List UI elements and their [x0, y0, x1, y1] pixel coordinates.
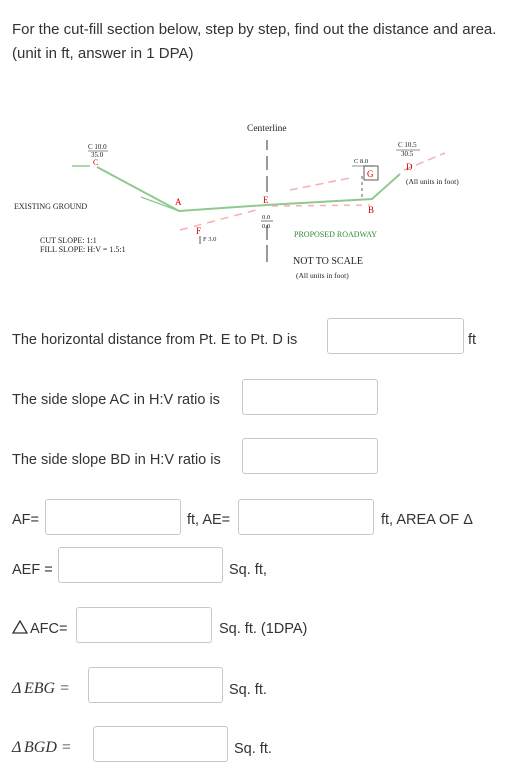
proposed-roadway-line-left	[179, 208, 261, 231]
ebg-area-input[interactable]	[88, 667, 223, 703]
station-center-bottom: 0.0	[262, 223, 270, 230]
side-slope-bd-input[interactable]	[242, 438, 378, 474]
fill-slope-line	[140, 196, 180, 212]
units-note-right: (All units in foot)	[406, 177, 459, 186]
proposed-roadway-label: PROPOSED ROADWAY	[294, 230, 377, 239]
centerline-label: Centerline	[247, 124, 287, 134]
afc-label: AFC=	[30, 621, 68, 637]
point-e-label: E	[263, 195, 269, 205]
ae-label: ft, AE=	[187, 512, 231, 528]
afc-unit: Sq. ft. (1DPA)	[219, 621, 308, 637]
q1-unit: ft	[468, 332, 477, 348]
afc-area-input[interactable]	[76, 607, 212, 643]
station-right-top: C 10.5	[398, 141, 417, 149]
bgd-unit: Sq. ft.	[234, 741, 272, 757]
cut-slope-label: CUT SLOPE: 1:1	[40, 236, 97, 245]
bgd-area-input[interactable]	[93, 726, 228, 762]
aef-area-input[interactable]	[58, 547, 223, 583]
point-c-label: C	[93, 158, 98, 167]
existing-ground-extension-right	[403, 152, 446, 171]
q2-label: The side slope AC in H:V ratio is	[12, 392, 220, 408]
station-left-bottom: 35.0	[91, 151, 104, 159]
point-g-label: G	[367, 169, 374, 179]
delta-ebg-symbol: Δ	[12, 680, 22, 697]
point-d-label: D	[406, 162, 413, 172]
triangle-icon	[11, 619, 29, 639]
fill-station-label: F 3.0	[203, 236, 216, 243]
distance-e-to-d-input[interactable]	[327, 318, 464, 354]
point-g-box	[363, 165, 379, 181]
ae-input[interactable]	[238, 499, 374, 535]
q3-label: The side slope BD in H:V ratio is	[12, 452, 221, 468]
fill-slope-label: FILL SLOPE: H:V = 1.5:1	[40, 245, 126, 254]
af-label: AF=	[12, 512, 39, 528]
existing-ground-label: EXISTING GROUND	[14, 202, 87, 211]
af-input[interactable]	[45, 499, 181, 535]
station-left-top: C 10.0	[88, 143, 107, 151]
bgd-label: BGD =	[24, 739, 72, 756]
not-to-scale-label: NOT TO SCALE	[293, 256, 363, 267]
station-center-top: 0.0	[262, 214, 270, 221]
existing-ground-line	[96, 166, 401, 213]
existing-ground-extension-mid	[289, 177, 351, 191]
station-mid-top: C 8.0	[354, 158, 368, 165]
q1-label: The horizontal distance from Pt. E to Pt…	[12, 332, 298, 348]
proposed-roadway-line-right	[271, 204, 371, 207]
station-right-bottom: 30.5	[401, 150, 414, 158]
side-slope-ac-input[interactable]	[242, 379, 378, 415]
aef-unit: Sq. ft,	[229, 562, 267, 578]
point-a-label: A	[175, 197, 182, 207]
question-intro: For the cut-fill section below, step by …	[12, 21, 497, 62]
aef-label: AEF =	[12, 562, 53, 578]
ebg-label: EBG =	[24, 680, 70, 697]
delta-bgd-symbol: Δ	[12, 739, 22, 756]
point-f-label: F	[196, 226, 201, 236]
ebg-unit: Sq. ft.	[229, 682, 267, 698]
point-b-label: B	[368, 205, 374, 215]
cut-fill-section-figure: Centerline C 10.0 35.0 C EXISTING GROUND…	[14, 124, 459, 280]
units-note-center: (All units in foot)	[296, 271, 349, 280]
area-label: ft, AREA OF Δ	[381, 512, 473, 528]
